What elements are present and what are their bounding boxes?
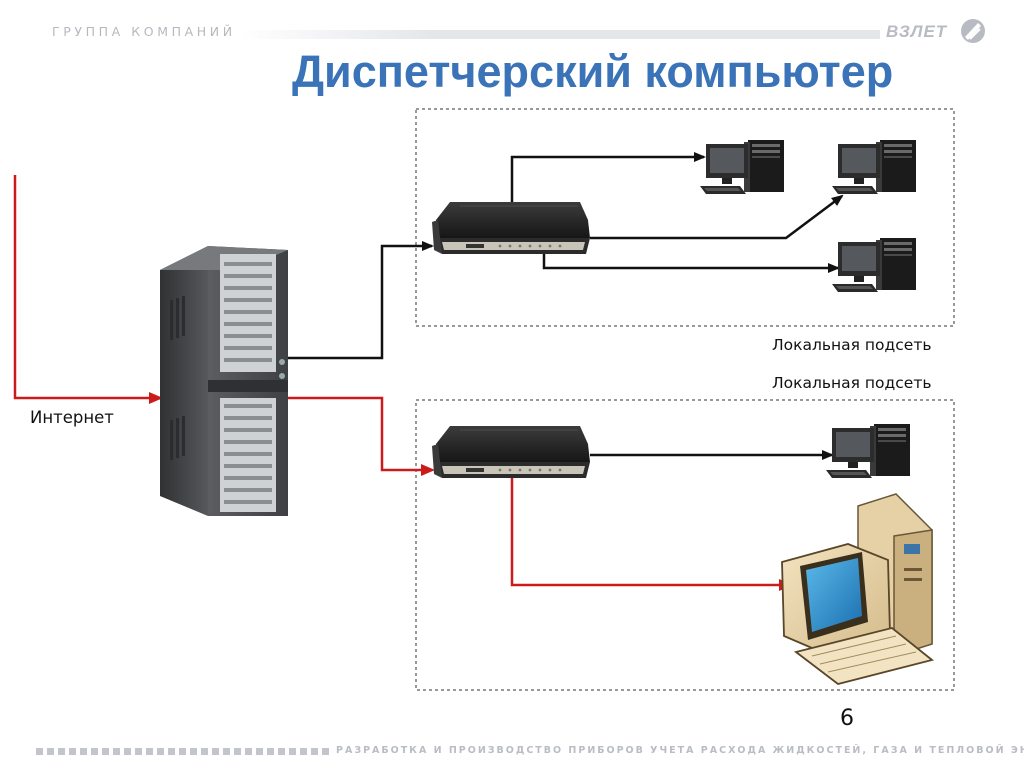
subnet-top-label: Локальная подсеть (772, 336, 932, 354)
router-bottom-icon (431, 425, 591, 479)
desktop-computer-icon-3 (832, 238, 916, 292)
router-top-to-pc1-line (510, 152, 706, 204)
footer-dots-decoration (36, 748, 329, 755)
subnet-bottom-label: Локальная подсеть (772, 374, 932, 392)
brand-name: ВЗЛЕТ (886, 22, 948, 41)
dispatcher-computer-icon (781, 493, 934, 685)
desktop-computer-icon-4 (826, 424, 910, 478)
router-top-icon (431, 201, 591, 255)
router-top-to-pc3-line (542, 254, 840, 273)
page-number: 6 (840, 706, 854, 731)
desktop-computer-icon-1 (700, 140, 784, 194)
footer: РАЗРАБОТКА И ПРОИЗВОДСТВО ПРИБОРОВ УЧЕТА… (36, 745, 1024, 759)
server-tower-icon (160, 246, 288, 516)
router-bottom-to-dispatcher-line (510, 476, 793, 591)
server-to-router-top-line (286, 241, 434, 360)
internet-line (13, 175, 163, 404)
brand-logo: ВЗЛЕТ (882, 16, 992, 46)
desktop-computer-icon-2 (832, 140, 916, 194)
server-to-router-bottom-line (286, 396, 435, 476)
header-divider (240, 30, 880, 39)
internet-label: Интернет (30, 408, 114, 427)
company-group-label: ГРУППА КОМПАНИЙ (52, 24, 236, 39)
brand-logo-icon (961, 19, 985, 43)
footer-tagline: РАЗРАБОТКА И ПРОИЗВОДСТВО ПРИБОРОВ УЧЕТА… (336, 745, 1024, 756)
router-top-to-pc2-line (590, 194, 844, 240)
page-title: Диспетчерский компьютер (292, 46, 894, 97)
